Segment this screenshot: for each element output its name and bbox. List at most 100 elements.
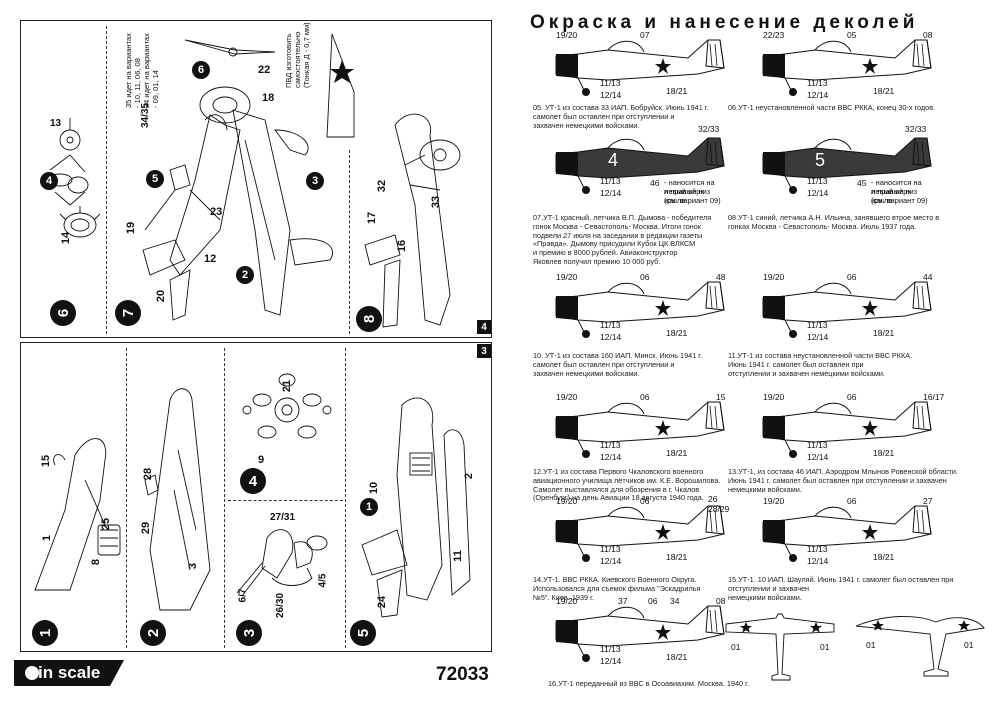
part-label: 27/31 <box>270 512 296 523</box>
brand-banner <box>14 660 124 686</box>
caption-line: гонках Москва - Севастополь- Москва. Июл… <box>728 221 917 231</box>
caption-line: отступлении и захвачен <box>728 583 810 593</box>
profile-label: 08 <box>923 30 933 40</box>
profile-caption: 06.УТ-1 неустановленной части ВВС РККА, … <box>728 103 935 113</box>
part-label: 17 <box>366 211 379 225</box>
profile-label: 18/21 <box>666 552 688 562</box>
part-label: 21 <box>281 379 294 393</box>
profile-label: 15 <box>716 392 726 402</box>
profile-label: 06 <box>847 496 857 506</box>
sub-step-6: 6 <box>192 61 210 79</box>
caption-line: 10. УТ-1 из состава 160 ИАП. Минск. Июнь… <box>533 351 703 360</box>
aircraft-profile: 19/20 06 15 11/13 12/14 18/21 <box>548 392 728 466</box>
part-label: 6/7 <box>237 588 249 603</box>
profile-label: 06 <box>648 596 658 606</box>
profile-label: 19/20 <box>556 596 578 606</box>
profile-label: 22/23 <box>763 30 785 40</box>
part-label: 28 <box>142 467 155 481</box>
profile-label: 11/13 <box>807 320 828 330</box>
part-label: 29 <box>140 521 153 535</box>
profile-label: 18/21 <box>666 86 688 96</box>
profile-label: 11/13 <box>600 544 621 554</box>
profile-label: 18/21 <box>873 86 895 96</box>
profile-label: 12/14 <box>807 188 829 198</box>
caption-line: 12.УТ-1 из состава Первого Чкаловского в… <box>533 467 704 476</box>
profile-label: 12/14 <box>600 332 622 342</box>
divider <box>349 150 350 334</box>
plan-label: 01 <box>866 640 876 650</box>
profile-label: 18/21 <box>873 552 895 562</box>
profile-drawing <box>762 401 932 458</box>
sub-step-1: 1 <box>360 498 378 516</box>
caption-line: отступлении и захвачен немецкими войскам… <box>728 368 885 378</box>
profile-label: 28/29 <box>708 504 730 514</box>
caption-line: захвачен немецкими войсками. <box>533 368 640 378</box>
caption-line: Самолет выставлялся для обозрения в г. Ч… <box>533 484 700 494</box>
profile-label: 19/20 <box>763 272 785 282</box>
step-1-badge: 1 <box>32 620 58 646</box>
caption-line: самолет был оставлен при отступлении и <box>533 111 675 121</box>
profile-label: 19/20 <box>556 392 578 402</box>
sub-step-3: 3 <box>306 172 324 190</box>
part-label: 20 <box>155 289 168 303</box>
part-label: 24 <box>376 595 389 609</box>
caption-line: 14.УТ-1. ВВС РККА. Киевского Военного Ок… <box>533 575 697 584</box>
profile-label: 16/17 <box>923 392 945 402</box>
step-2-badge: 2 <box>140 620 166 646</box>
profile-label: 18/21 <box>666 652 688 662</box>
profile-label: и правый низ крыла <box>664 187 711 205</box>
profile-label: 32/33 <box>698 124 720 134</box>
profile-label: 11/13 <box>600 440 621 450</box>
profile-label: 27 <box>923 496 933 506</box>
profile-label: 18/21 <box>666 328 688 338</box>
tail-fin-drawing <box>326 33 355 138</box>
profile-label: 32/33 <box>905 124 927 134</box>
profile-label: 06 <box>847 392 857 402</box>
profile-label: 19/20 <box>763 496 785 506</box>
profile-label: 11/13 <box>600 176 621 186</box>
profile-label: 46 <box>650 178 660 188</box>
profile-label: 26 <box>708 494 718 504</box>
caption-line: подвели 27 июля на заседании в редакции … <box>533 230 703 240</box>
part-label: 26/30 <box>275 592 287 619</box>
caption-line: 13.УТ-1, из состава 46 ИАП. Аэродром Млы… <box>728 467 958 476</box>
profile-label: 18/21 <box>666 448 688 458</box>
profile-label: 11/13 <box>600 320 621 330</box>
caption-line: 05. УТ-1 из состава 33 ИАП. Бобруйск. Ию… <box>533 103 709 112</box>
profile-label: 11/13 <box>807 78 828 88</box>
profile-label: 11/13 <box>807 440 828 450</box>
profile-label: 12/14 <box>600 452 622 462</box>
caption-line: и премию в 8000 рублей. Авиаконструктор <box>533 248 678 258</box>
step7-drawing <box>142 39 333 321</box>
top-panel-frame <box>20 20 492 338</box>
profile-caption: 14.УТ-1. ВВС РККА. Киевского Военного Ок… <box>533 575 700 602</box>
caption-line: Июнь 1941 г. самолет был оставлен при от… <box>728 475 947 485</box>
profile-label: 19/20 <box>556 496 578 506</box>
profile-label: 06 <box>640 392 650 402</box>
profile-label: 12/14 <box>807 90 829 100</box>
profile-label: 12/14 <box>807 332 829 342</box>
profile-label: 37 <box>618 596 628 606</box>
profile-label: 12/14 <box>600 90 622 100</box>
profile-label: 07 <box>640 30 650 40</box>
profile-drawing <box>762 39 932 96</box>
sub-step-2: 2 <box>236 266 254 284</box>
caption-line: гонок Москва - Севастополь- Москва. Итог… <box>533 221 701 231</box>
profile-caption: 13.УТ-1, из состава 46 ИАП. Аэродром Млы… <box>728 467 958 494</box>
profile-drawing <box>762 281 932 338</box>
part-label: 32 <box>376 179 389 193</box>
part-label: 11 <box>451 550 464 562</box>
model-number: 72033 <box>436 664 489 685</box>
part-label: 22 <box>258 64 271 76</box>
part-label: 33 <box>430 195 443 209</box>
caption-line: 08.УТ-1 синий, летчика А.Н. Ильина, заня… <box>728 213 940 222</box>
profile-label: 12/14 <box>600 656 622 666</box>
sub-step-4: 4 <box>40 172 58 190</box>
plan-label: 01 <box>820 642 830 652</box>
step-4-badge: 4 <box>240 468 266 494</box>
profile-label: 11/13 <box>600 78 621 88</box>
